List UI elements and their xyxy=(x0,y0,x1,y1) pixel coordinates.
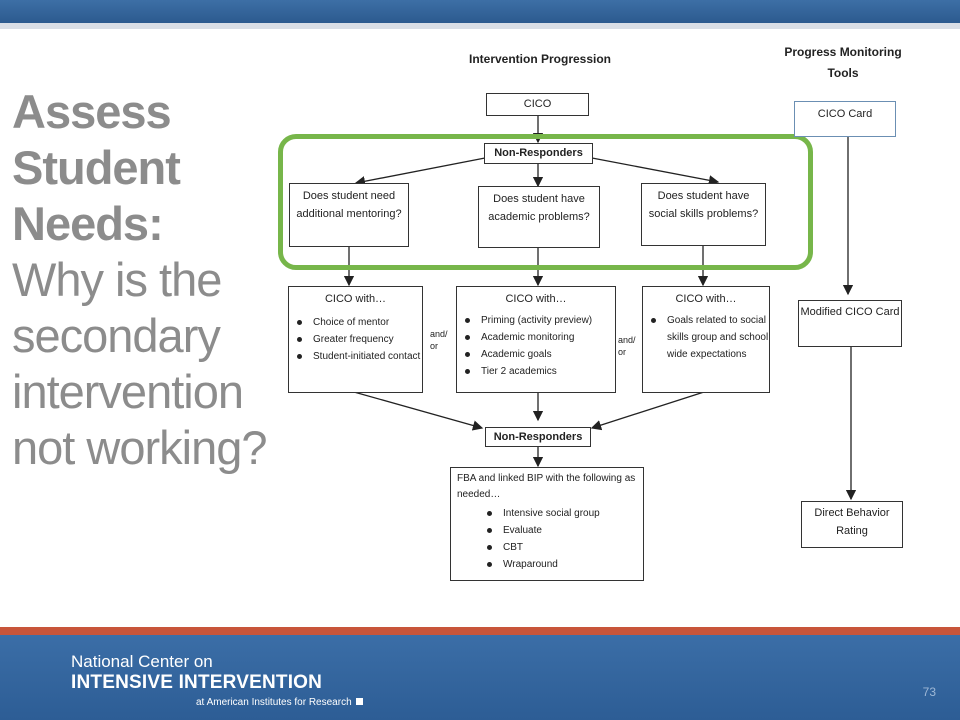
list-item: Goals related to social skills group and… xyxy=(643,312,769,363)
question-mentoring-box: Does student need additional mentoring? xyxy=(289,183,409,247)
highlight-outline xyxy=(278,134,813,270)
list-item: Academic goals xyxy=(457,346,615,363)
page-number: 73 xyxy=(922,685,936,699)
footer-org-line3-text: at American Institutes for Research xyxy=(196,697,352,708)
top-bar-divider xyxy=(0,23,960,29)
subtitle-line: not working? xyxy=(12,421,268,474)
heading-intervention-progression: Intervention Progression xyxy=(468,52,612,66)
list-item: Academic monitoring xyxy=(457,329,615,346)
arrow xyxy=(590,391,705,431)
title-line: Assess xyxy=(12,85,172,138)
slide-title: Assess Student Needs: Why is the seconda… xyxy=(12,84,272,476)
list-item: Priming (activity preview) xyxy=(457,312,615,329)
list-item: Wraparound xyxy=(479,556,637,573)
question-social-box: Does student have social skills problems… xyxy=(641,183,766,246)
list-item: Tier 2 academics xyxy=(457,363,615,380)
arrow xyxy=(591,157,720,186)
list-item: Intensive social group xyxy=(479,505,637,522)
cico-with-academic-box: CICO with… Priming (activity preview) Ac… xyxy=(456,286,616,393)
fba-bip-box: FBA and linked BIP with the following as… xyxy=(450,467,644,581)
cico-with-mentoring-box: CICO with… Choice of mentor Greater freq… xyxy=(288,286,423,393)
list-item: Evaluate xyxy=(479,522,637,539)
list-item: CBT xyxy=(479,539,637,556)
title-line: Student xyxy=(12,141,181,194)
footer-accent-line xyxy=(0,627,960,635)
and-or-label: and/ or xyxy=(430,329,448,351)
title-line: Needs: xyxy=(12,197,164,250)
box-title: CICO with… xyxy=(505,293,567,305)
list-item: Student-initiated contact xyxy=(289,348,422,364)
footer-org-line1: National Center on xyxy=(71,652,213,671)
box-title: FBA and linked BIP with the following as… xyxy=(457,473,636,500)
footer: National Center on INTENSIVE INTERVENTIO… xyxy=(0,635,960,720)
flowchart-connectors xyxy=(343,116,857,501)
footer-org-line2: INTENSIVE INTERVENTION xyxy=(71,672,323,693)
pm-cico-card-box: CICO Card xyxy=(794,101,896,137)
non-responders-box-2: Non-Responders xyxy=(485,427,591,447)
cico-with-social-box: CICO with… Goals related to social skill… xyxy=(642,286,770,393)
square-icon xyxy=(355,698,363,705)
arrow xyxy=(354,157,486,187)
list-item: Greater frequency xyxy=(289,331,422,348)
pm-modified-cico-box: Modified CICO Card xyxy=(798,300,902,347)
list-item: Choice of mentor xyxy=(289,314,422,331)
flowchart: Intervention Progression Progress Monito… xyxy=(270,36,930,596)
cico-box: CICO xyxy=(486,93,589,116)
subtitle-line: intervention xyxy=(12,365,244,418)
pm-direct-behavior-box: Direct Behavior Rating xyxy=(801,501,903,548)
question-academic-box: Does student have academic problems? xyxy=(478,186,600,248)
box-title: CICO with… xyxy=(324,293,387,305)
and-or-label: and/ or xyxy=(618,335,636,357)
box-title: CICO with… xyxy=(675,293,737,305)
top-bar xyxy=(0,0,960,23)
arrow xyxy=(353,391,484,431)
subtitle-line: secondary xyxy=(12,309,221,362)
non-responders-box: Non-Responders xyxy=(484,143,593,164)
footer-org-line3: at American Institutes for Research xyxy=(196,697,363,708)
heading-progress-monitoring: Progress Monitoring Tools xyxy=(784,45,902,80)
subtitle-line: Why is the xyxy=(12,253,222,306)
